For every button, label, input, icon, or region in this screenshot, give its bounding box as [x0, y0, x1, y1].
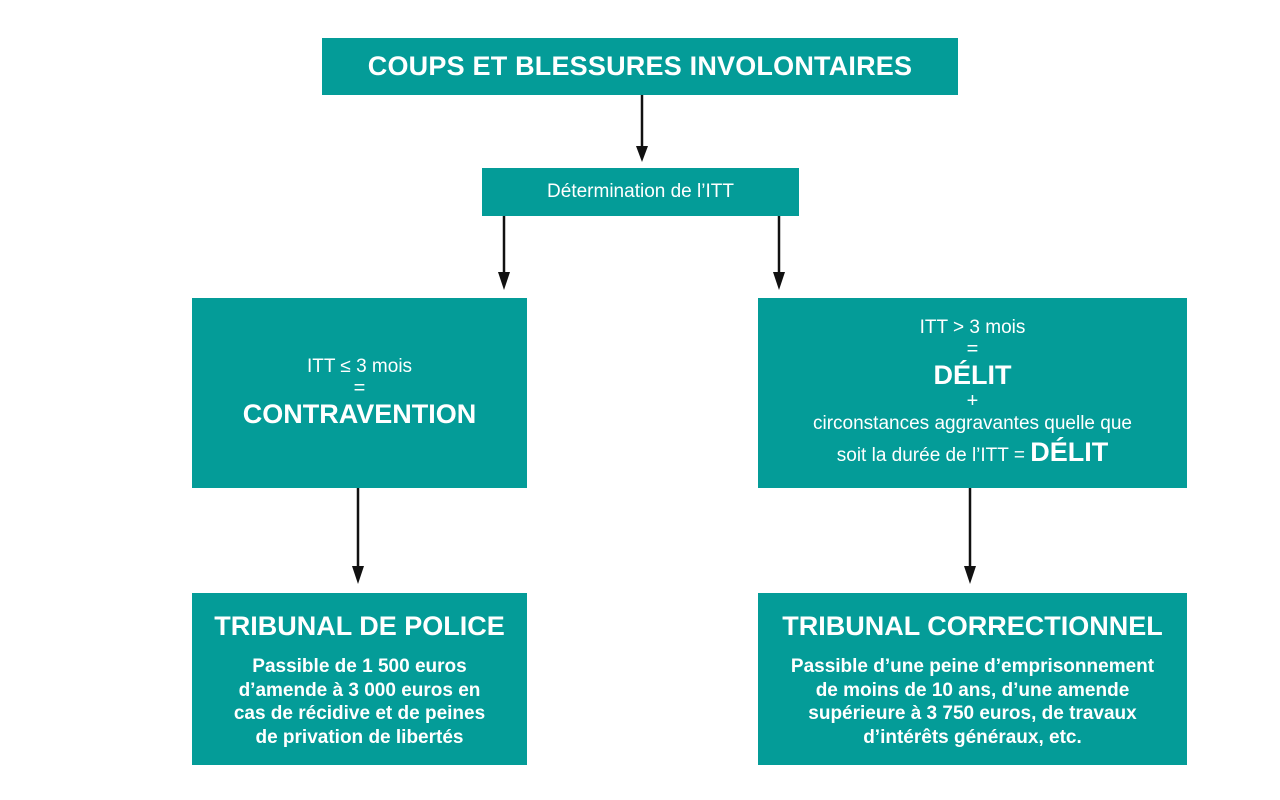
tribunal-police-description: Passible de 1 500 euros d’amende à 3 000… [234, 655, 485, 749]
tribunal-correctionnel-description: Passible d’une peine d’emprisonnement de… [791, 655, 1154, 749]
title-box: COUPS ET BLESSURES INVOLONTAIRES [322, 38, 958, 95]
contravention-condition: ITT ≤ 3 mois [306, 356, 413, 377]
tribunal-police-title: TRIBUNAL DE POLICE [214, 611, 505, 641]
tribunal-police-line: d’amende à 3 000 euros en [238, 679, 481, 701]
tribunal-police-line: de privation de libertés [255, 726, 464, 748]
delit-aggravating-prefix: soit la durée de l’ITT = [836, 445, 1031, 466]
tribunal-police-box: TRIBUNAL DE POLICE Passible de 1 500 eur… [192, 593, 527, 765]
tribunal-correctionnel-title: TRIBUNAL CORRECTIONNEL [782, 611, 1163, 641]
delit-equals: = [966, 338, 979, 360]
tribunal-correctionnel-box: TRIBUNAL CORRECTIONNEL Passible d’une pe… [758, 593, 1187, 765]
delit-aggravating-result: DÉLIT [1030, 437, 1109, 467]
contravention-result: CONTRAVENTION [242, 399, 477, 429]
delit-box: ITT > 3 mois = DÉLIT + circonstances agg… [758, 298, 1187, 488]
tribunal-correctionnel-line: de moins de 10 ans, d’une amende [815, 679, 1130, 701]
contravention-box: ITT ≤ 3 mois = CONTRAVENTION [192, 298, 527, 488]
arrow-title-to-itt [636, 95, 648, 162]
delit-condition: ITT > 3 mois [919, 317, 1026, 338]
tribunal-police-line: Passible de 1 500 euros [252, 656, 467, 677]
delit-result: DÉLIT [933, 360, 1012, 390]
itt-determination-text: Détermination de l’ITT [547, 181, 734, 202]
contravention-equals: = [353, 377, 366, 399]
tribunal-correctionnel-line: Passible d’une peine d’emprisonnement [790, 656, 1155, 677]
tribunal-correctionnel-line: d’intérêts généraux, etc. [863, 726, 1082, 748]
itt-determination-box: Détermination de l’ITT [482, 168, 799, 216]
delit-aggravating-line1: circonstances aggravantes quelle que [813, 413, 1132, 434]
delit-plus: + [966, 390, 979, 412]
delit-aggravating-line2: soit la durée de l’ITT = DÉLIT [837, 438, 1108, 470]
tribunal-correctionnel-line: supérieure à 3 750 euros, de travaux [808, 703, 1137, 724]
arrow-itt-to-contravention [498, 216, 510, 290]
arrow-contravention-to-police [352, 488, 364, 584]
tribunal-police-line: cas de récidive et de peines [233, 703, 486, 724]
title-text: COUPS ET BLESSURES INVOLONTAIRES [367, 51, 913, 81]
arrow-itt-to-delit [773, 216, 785, 290]
arrow-delit-to-correctionnel [964, 488, 976, 584]
